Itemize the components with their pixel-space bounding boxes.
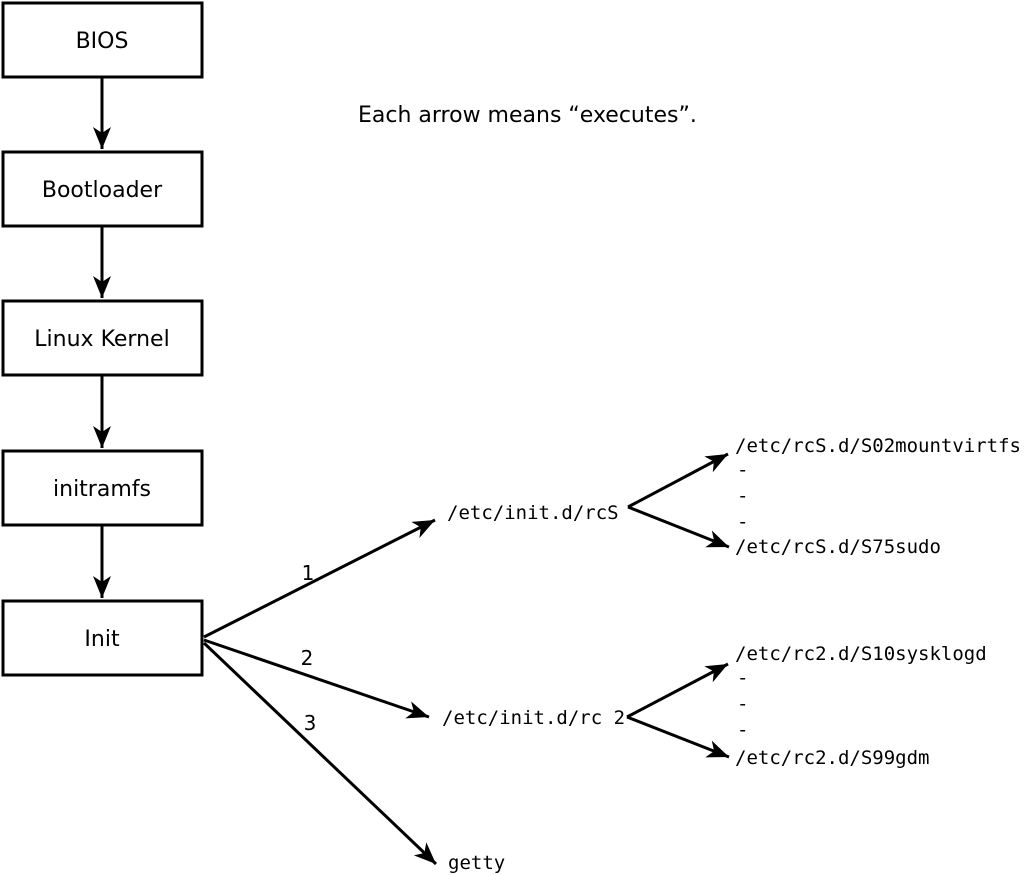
arrow-rcs-to-s75sudo xyxy=(627,505,730,549)
box-initramfs: initramfs xyxy=(1,449,204,527)
box-linux-kernel: Linux Kernel xyxy=(1,299,204,377)
box-bootloader: Bootloader xyxy=(1,150,204,228)
note-executes: Each arrow means “executes”. xyxy=(358,103,697,128)
box-bootloader-rect xyxy=(1,150,204,228)
rc2-script-list: /etc/rc2.d/S10sysklogd - - - /etc/rc2.d/… xyxy=(735,643,987,769)
box-bios: BIOS xyxy=(1,1,204,79)
box-initramfs-label: initramfs xyxy=(53,477,151,502)
box-bios-label: BIOS xyxy=(76,29,129,54)
rcs-script-s02mountvirtfs: /etc/rcS.d/S02mountvirtfs xyxy=(735,435,1021,457)
box-bootloader-label: Bootloader xyxy=(42,178,163,203)
rc2-script-ellipsis-2: - xyxy=(737,693,748,715)
rc2-script-ellipsis-3: - xyxy=(737,719,748,741)
rcs-script-ellipsis-1: - xyxy=(737,459,748,481)
box-init-rect xyxy=(1,599,204,677)
arrow-init-to-rc2 xyxy=(203,638,430,719)
rcs-script-s75sudo: /etc/rcS.d/S75sudo xyxy=(735,536,941,558)
rc2-script-ellipsis-1: - xyxy=(737,667,748,689)
branch-number-2: 2 xyxy=(301,646,314,670)
target-getty-label: getty xyxy=(448,852,505,874)
target-rc2-label: /etc/init.d/rc 2 xyxy=(442,707,625,729)
arrow-init-to-rcs xyxy=(203,518,436,639)
target-rcs-label: /etc/init.d/rcS xyxy=(447,502,619,524)
box-linux-kernel-label: Linux Kernel xyxy=(34,327,169,352)
box-init-label: Init xyxy=(84,627,120,652)
rcs-script-list: /etc/rcS.d/S02mountvirtfs - - - /etc/rcS… xyxy=(735,435,1021,558)
rcs-script-ellipsis-2: - xyxy=(737,485,748,507)
rc2-script-s99gdm: /etc/rc2.d/S99gdm xyxy=(735,747,929,769)
box-initramfs-rect xyxy=(1,449,204,527)
branch-number-1: 1 xyxy=(302,561,315,585)
box-bios-rect xyxy=(1,1,204,79)
branch-number-3: 3 xyxy=(304,711,317,735)
box-init: Init xyxy=(1,599,204,677)
rcs-script-ellipsis-3: - xyxy=(737,511,748,533)
arrow-rcs-to-s02mountvirtfs xyxy=(627,452,729,509)
arrow-rc2-to-s99gdm xyxy=(626,715,730,759)
arrow-init-to-getty xyxy=(202,641,438,866)
rc2-script-s10sysklogd: /etc/rc2.d/S10sysklogd xyxy=(735,643,987,665)
arrow-rc2-to-s10sysklogd xyxy=(626,662,729,719)
box-linux-kernel-rect xyxy=(1,299,204,377)
